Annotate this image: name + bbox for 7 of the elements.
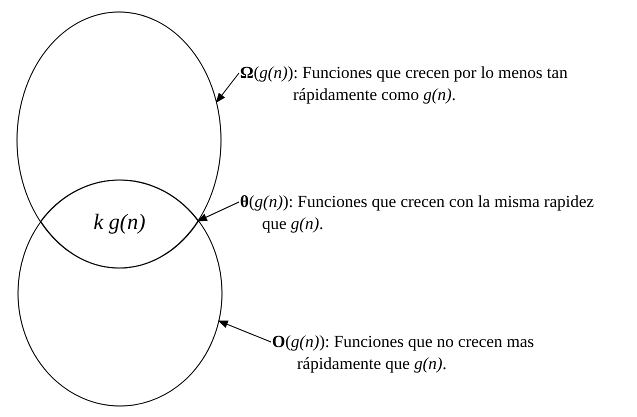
- arrow: [216, 72, 240, 103]
- description-text: θ(g(n)): Funciones que crecen con la misma rapidez que g(n).: [240, 191, 595, 235]
- arrow: [218, 320, 272, 342]
- arrow: [197, 202, 240, 222]
- description-text: O(g(n)): Funciones que no crecen mas rápidamente que g(n).: [272, 331, 536, 375]
- description-text: Ω(g(n)): Funciones que crecen por lo menos tan rápidamente como g(n).: [240, 62, 569, 106]
- set-label: k g(n): [94, 208, 146, 234]
